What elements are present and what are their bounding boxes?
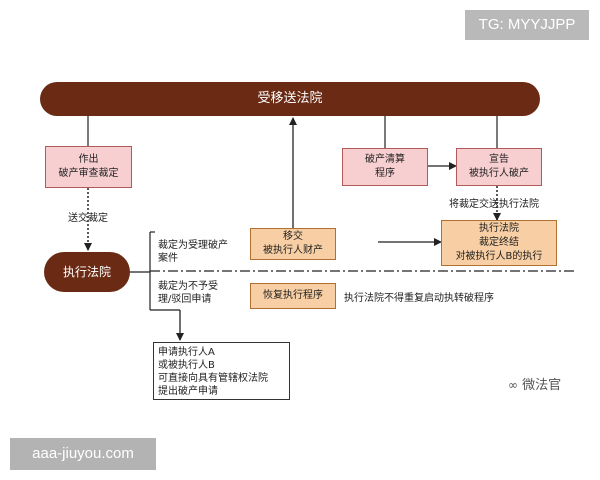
transfer-assets-box: 移交 被执行人财产 <box>250 228 336 260</box>
no-restart-label: 执行法院不得重复启动执转破程序 <box>344 293 494 304</box>
make-ruling-box: 作出 破产审查裁定 <box>45 146 132 188</box>
apply-bankruptcy-box: 申请执行人A 或被执行人B 可直接向具有管辖权法院 提出破产申请 <box>153 342 290 400</box>
send-ruling-label: 送交裁定 <box>68 213 108 224</box>
send-to-exec-label: 将裁定交送执行法院 <box>449 199 539 210</box>
brand-name: 微法官 <box>522 378 562 393</box>
brand-logo: ∞ 微法官 <box>508 374 561 393</box>
terminate-execution-box: 执行法院 裁定终结 对被执行人B的执行 <box>441 220 557 266</box>
wechat-icon: ∞ <box>508 378 518 392</box>
execution-court-node: 执行法院 <box>44 252 130 292</box>
receiving-court-bar: 受移送法院 <box>40 82 540 116</box>
reject-case-label: 裁定为不予受 理/驳回申请 <box>158 281 218 305</box>
declare-bankruptcy-box: 宣告 被执行人破产 <box>456 148 542 186</box>
accept-case-label: 裁定为受理破产 案件 <box>158 240 228 264</box>
watermark-bottom: aaa-jiuyou.com <box>10 438 156 470</box>
resume-execution-box: 恢复执行程序 <box>250 283 336 309</box>
liquidation-box: 破产清算 程序 <box>342 148 428 186</box>
watermark-top: TG: MYYJJPP <box>465 10 589 40</box>
